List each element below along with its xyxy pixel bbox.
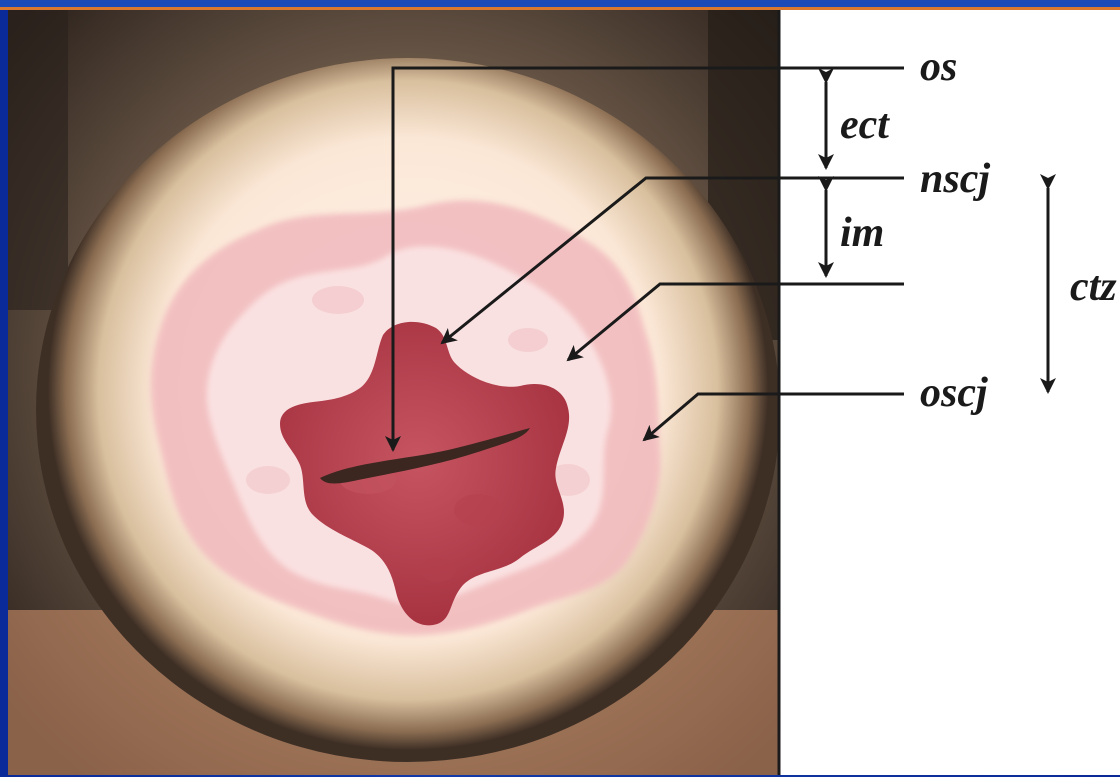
label-nscj: nscj	[920, 156, 990, 202]
tissue-patch	[246, 466, 290, 494]
tissue-patch	[508, 328, 548, 352]
slide-header-bar	[0, 0, 1120, 10]
label-oscj: oscj	[920, 370, 988, 416]
tissue-patch	[420, 558, 456, 582]
tissue-patch	[454, 494, 502, 526]
label-ctz: ctz	[1070, 264, 1117, 310]
label-im: im	[840, 210, 884, 256]
cervix-diagram: os ect nscj im ctz oscj	[8, 10, 1120, 775]
label-os: os	[920, 44, 957, 90]
dark-corner-left	[8, 10, 68, 310]
label-ect: ect	[840, 102, 890, 148]
tissue-patch	[312, 286, 364, 314]
